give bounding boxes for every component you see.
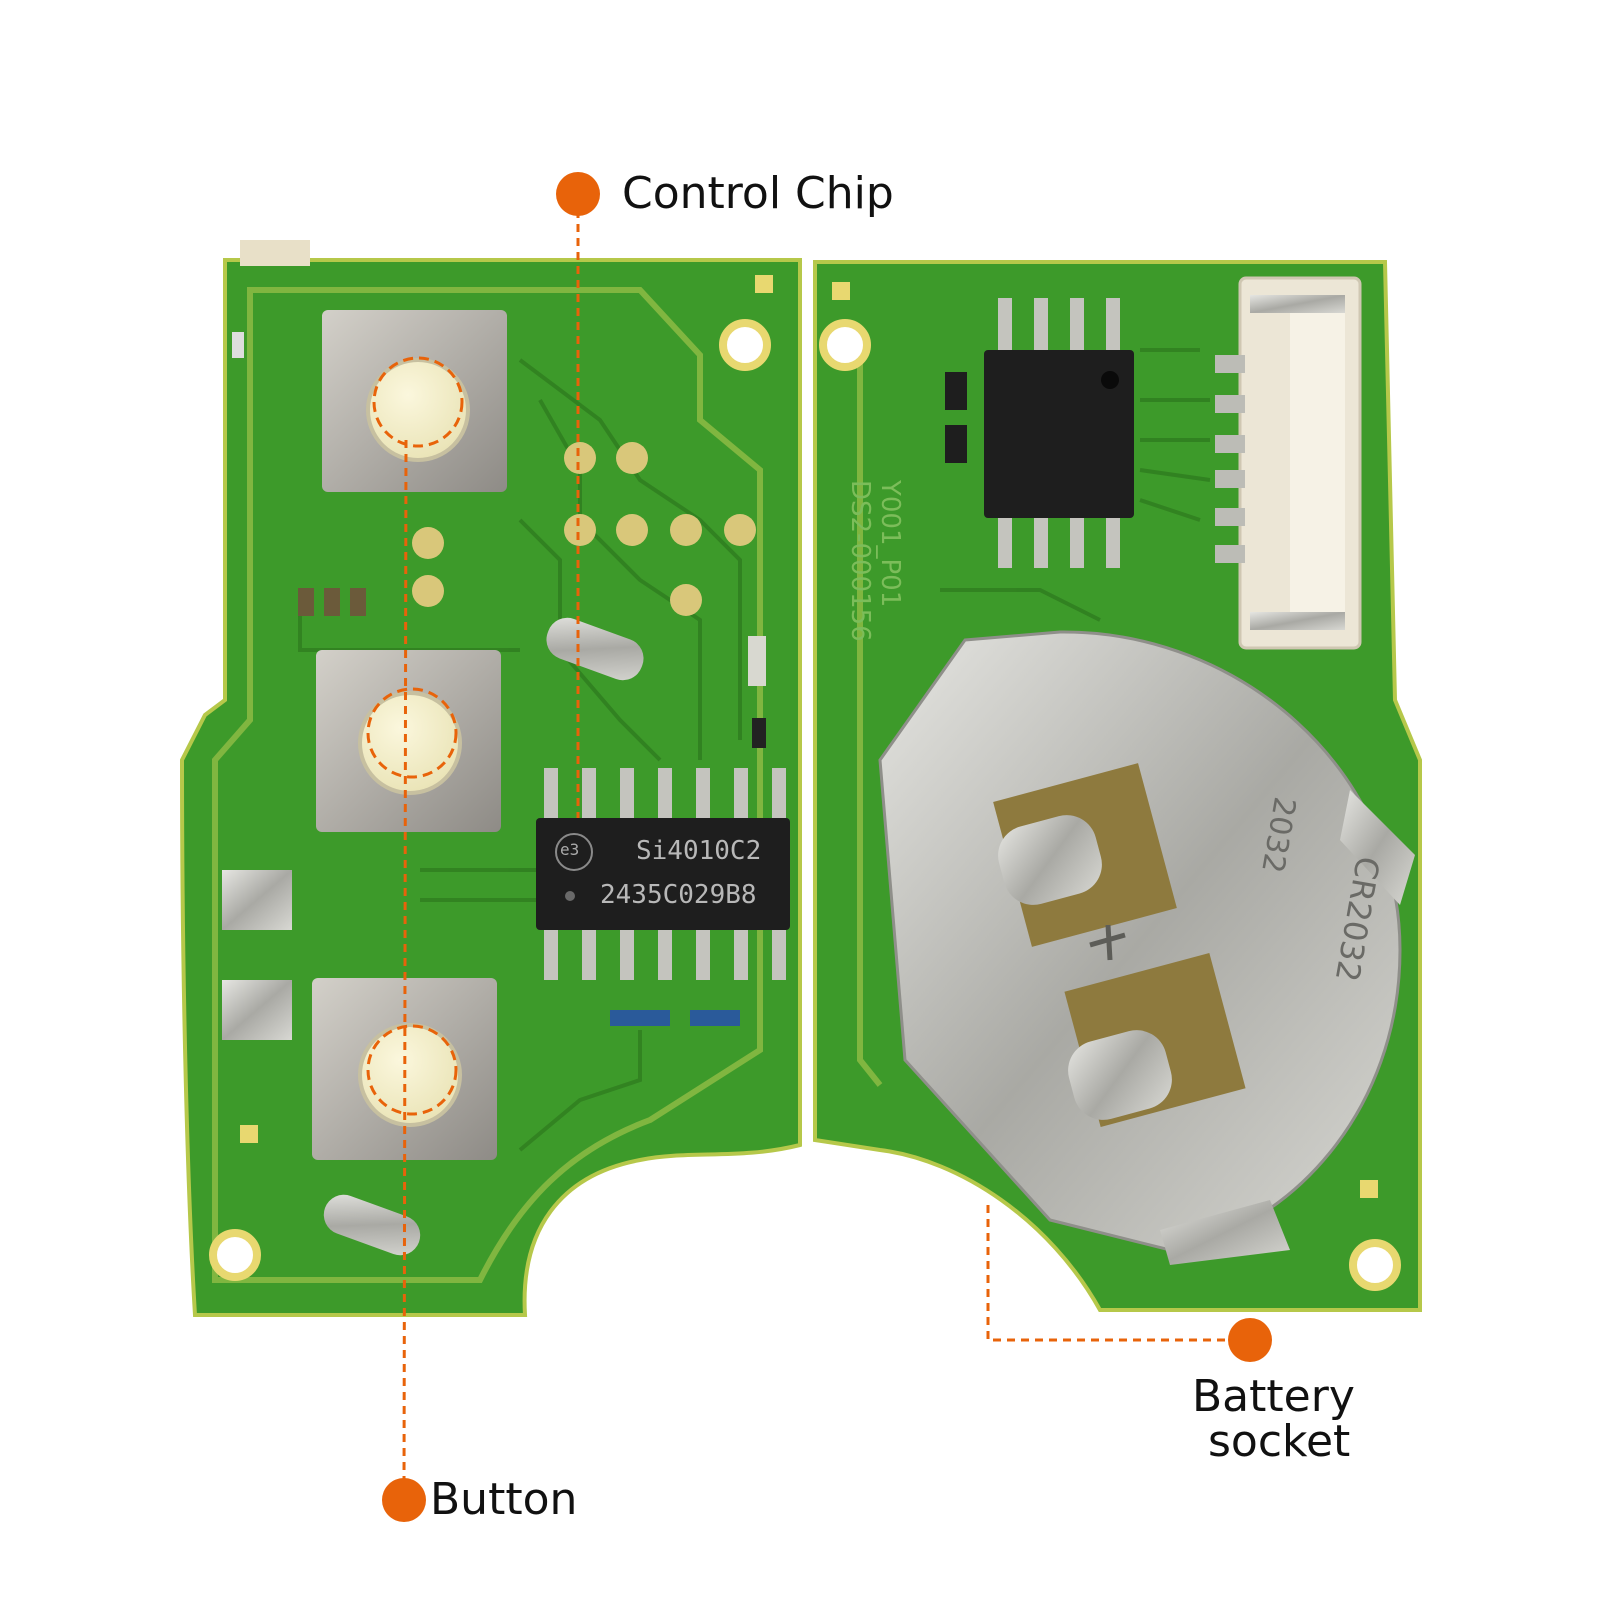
battery-socket-label-line2: socket <box>1208 1416 1351 1467</box>
pcb-marking-2: DS2-000156 <box>845 480 875 642</box>
pcb-marking-1: Y001_P01 <box>875 480 905 608</box>
button-label: Button <box>430 1474 578 1525</box>
control-chip <box>536 768 790 1026</box>
control-chip-marker-dot <box>556 172 600 216</box>
battery-holder <box>878 630 1415 1265</box>
battery-socket-label-line1: Battery <box>1192 1371 1355 1422</box>
chip-logo: e3 <box>560 840 580 859</box>
button-marker-dot <box>382 1478 426 1522</box>
control-chip-label: Control Chip <box>622 168 894 219</box>
chip-part-number: Si4010C2 <box>636 836 762 866</box>
battery-socket-leader-line <box>986 1205 1232 1342</box>
battery-socket-marker-dot <box>1228 1318 1272 1362</box>
tactile-button-middle <box>316 650 501 832</box>
button-leader-line <box>402 439 408 1489</box>
tactile-button-bottom <box>312 978 497 1160</box>
tactile-button-top <box>322 310 507 492</box>
chip-lot-code: 2435C029B8 <box>600 880 757 910</box>
